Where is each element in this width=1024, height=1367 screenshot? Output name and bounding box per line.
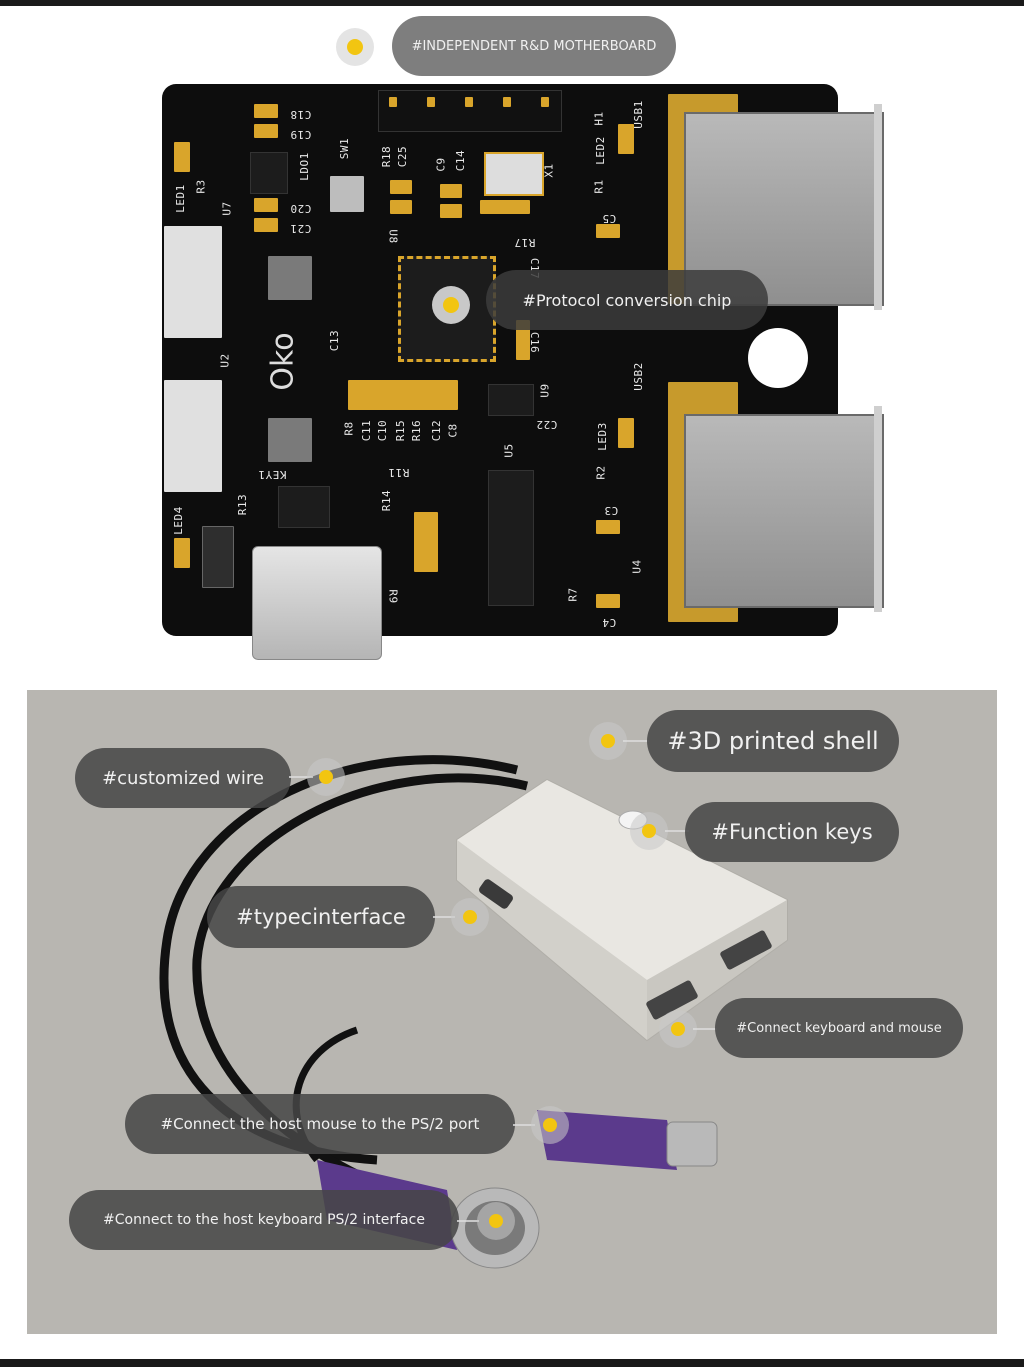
crystal (484, 152, 544, 196)
silk-r2: R2 (594, 465, 608, 480)
silk-c5: C5 (602, 212, 617, 225)
silk-c11: C11 (360, 419, 374, 442)
switch-sw1 (330, 176, 364, 212)
typec-label: #typecinterface (207, 886, 435, 948)
customized-wire-label: #customized wire (75, 748, 291, 808)
silk-r9: R9 (386, 589, 400, 604)
silk-u9: U9 (538, 383, 552, 398)
product-photo-panel: #3D printed shell #customized wire #Func… (27, 690, 997, 1334)
ic-u5 (488, 470, 534, 606)
silk-led2: LED2 (593, 136, 607, 165)
silk-r18: R18 (380, 145, 394, 168)
usb-port-2 (684, 414, 884, 608)
host-keyboard-dot (477, 1202, 515, 1240)
function-keys-label: #Function keys (685, 802, 899, 862)
typec-dot (451, 898, 489, 936)
silk-r15: R15 (394, 419, 408, 442)
silk-led3: LED3 (595, 422, 609, 451)
silk-c19: C19 (290, 128, 312, 141)
silk-c12: C12 (430, 419, 444, 442)
silk-usb1: USB1 (631, 100, 645, 129)
pcb-logo: Oko (265, 332, 301, 391)
bottom-border (0, 1359, 1024, 1367)
function-keys-dot (630, 812, 668, 850)
host-mouse-label: #Connect the host mouse to the PS/2 port (125, 1094, 515, 1154)
silk-c22: C22 (536, 418, 558, 431)
protocol-chip-dot (432, 286, 470, 324)
silk-c25: C25 (396, 145, 410, 168)
silk-c14: C14 (454, 149, 468, 172)
silk-r8: R8 (342, 421, 356, 436)
silk-r17: R17 (514, 236, 536, 249)
silk-h1: H1 (592, 111, 606, 126)
keyboard-mouse-label: #Connect keyboard and mouse (715, 998, 963, 1058)
silk-led1: LED1 (173, 184, 187, 213)
top-border (0, 0, 1024, 6)
silk-c21: C21 (290, 222, 312, 235)
pcb-board: Oko USB1 USB2 SW1 LDO1 LED1 LED2 LED3 LE… (162, 84, 884, 660)
silk-key1: KEY1 (258, 468, 287, 481)
silk-r7: R7 (566, 587, 580, 602)
silk-c3: C3 (604, 504, 619, 517)
silk-c18: C18 (290, 108, 312, 121)
side-connector-1 (164, 226, 222, 338)
silk-u7: U7 (220, 201, 234, 216)
silk-x1: X1 (542, 163, 556, 178)
silk-u8: U8 (386, 229, 400, 244)
silk-u2: U2 (218, 353, 232, 368)
silk-r1: R1 (592, 179, 606, 194)
pcb-photo-panel: #INDEPENDENT R&D MOTHERBOARD (0, 6, 1024, 686)
shell-label: #3D printed shell (647, 710, 899, 772)
pin-header (378, 90, 562, 132)
silk-r14: R14 (380, 489, 394, 512)
silk-ldo1: LDO1 (297, 152, 311, 181)
silk-u5: U5 (502, 443, 516, 458)
shell-dot (589, 722, 627, 760)
mounting-hole (748, 328, 808, 388)
silk-c9: C9 (434, 157, 448, 172)
motherboard-label: #INDEPENDENT R&D MOTHERBOARD (392, 16, 676, 76)
side-connector-2 (164, 380, 222, 492)
silk-c13: C13 (328, 329, 342, 352)
silk-r3: R3 (194, 179, 208, 194)
customized-wire-dot (307, 758, 345, 796)
motherboard-dot (336, 28, 374, 66)
silk-c16: C16 (528, 331, 542, 354)
silk-r13: R13 (236, 493, 250, 516)
silk-c10: C10 (376, 419, 390, 442)
silk-r11: R11 (388, 466, 410, 479)
silk-sw1: SW1 (338, 137, 352, 160)
protocol-chip-label: #Protocol conversion chip (486, 270, 768, 330)
host-mouse-dot (531, 1106, 569, 1144)
silk-r16: R16 (410, 419, 424, 442)
silk-c4: C4 (602, 616, 617, 629)
typec-port (252, 546, 382, 660)
silk-c20: C20 (290, 202, 312, 215)
keyboard-mouse-dot (659, 1010, 697, 1048)
silk-u4: U4 (630, 559, 644, 574)
host-keyboard-label: #Connect to the host keyboard PS/2 inter… (69, 1190, 459, 1250)
silk-led4: LED4 (171, 506, 185, 535)
silk-c8: C8 (446, 423, 460, 438)
silk-usb2: USB2 (631, 362, 645, 391)
